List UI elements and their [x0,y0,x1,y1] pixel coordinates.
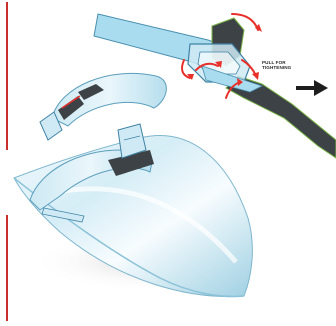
pull-for-tightening-label: PULL FOR TIGHTENING [262,60,322,70]
headband-back [52,73,166,126]
pull-arrow-icon [296,80,328,96]
face-shield [14,73,270,296]
label-line-2: TIGHTENING [262,65,322,70]
